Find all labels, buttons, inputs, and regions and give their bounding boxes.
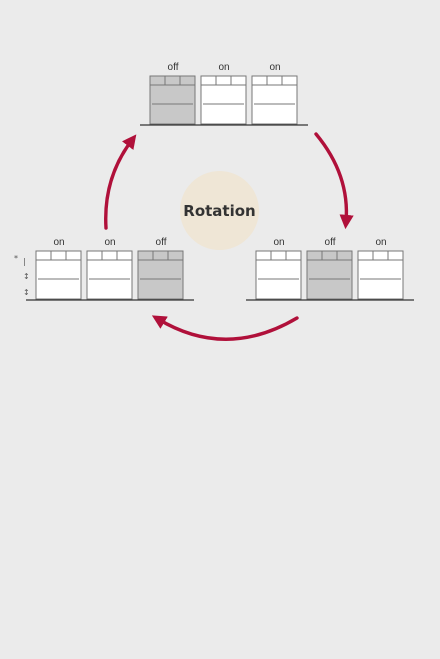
group-top (140, 75, 308, 126)
unit-right-1 (306, 250, 353, 300)
group-left (26, 250, 194, 301)
rotation-title: Rotation (183, 201, 256, 220)
arrow-left-to-top (104, 134, 137, 230)
unit-top-0 (149, 75, 196, 125)
height-mark-0: * (14, 254, 18, 263)
unit-right-0 (255, 250, 302, 300)
height-indicator: * | ↕ ↕ (14, 254, 30, 302)
status-label-top-0: off (167, 62, 179, 73)
unit-right-2 (357, 250, 404, 300)
height-mark-3: ↕ (23, 288, 30, 297)
status-label-left-0: on (53, 237, 65, 248)
status-label-top-1: on (218, 62, 230, 73)
rotation-center-circle: Rotation (180, 171, 259, 250)
arrow-top-to-right (314, 132, 354, 230)
unit-left-0 (35, 250, 82, 300)
unit-left-2 (137, 250, 184, 300)
status-label-right-0: on (273, 237, 285, 248)
height-mark-1: | (23, 257, 26, 266)
unit-left-1 (86, 250, 133, 300)
arrow-right-to-left (151, 315, 299, 341)
unit-top-2 (251, 75, 298, 125)
unit-top-1 (200, 75, 247, 125)
status-label-left-2: off (155, 237, 167, 248)
status-label-top-2: on (269, 62, 281, 73)
status-label-left-1: on (104, 237, 116, 248)
status-label-right-1: off (324, 237, 336, 248)
status-label-right-2: on (375, 237, 387, 248)
height-mark-2: ↕ (23, 272, 30, 281)
group-right (246, 250, 414, 301)
